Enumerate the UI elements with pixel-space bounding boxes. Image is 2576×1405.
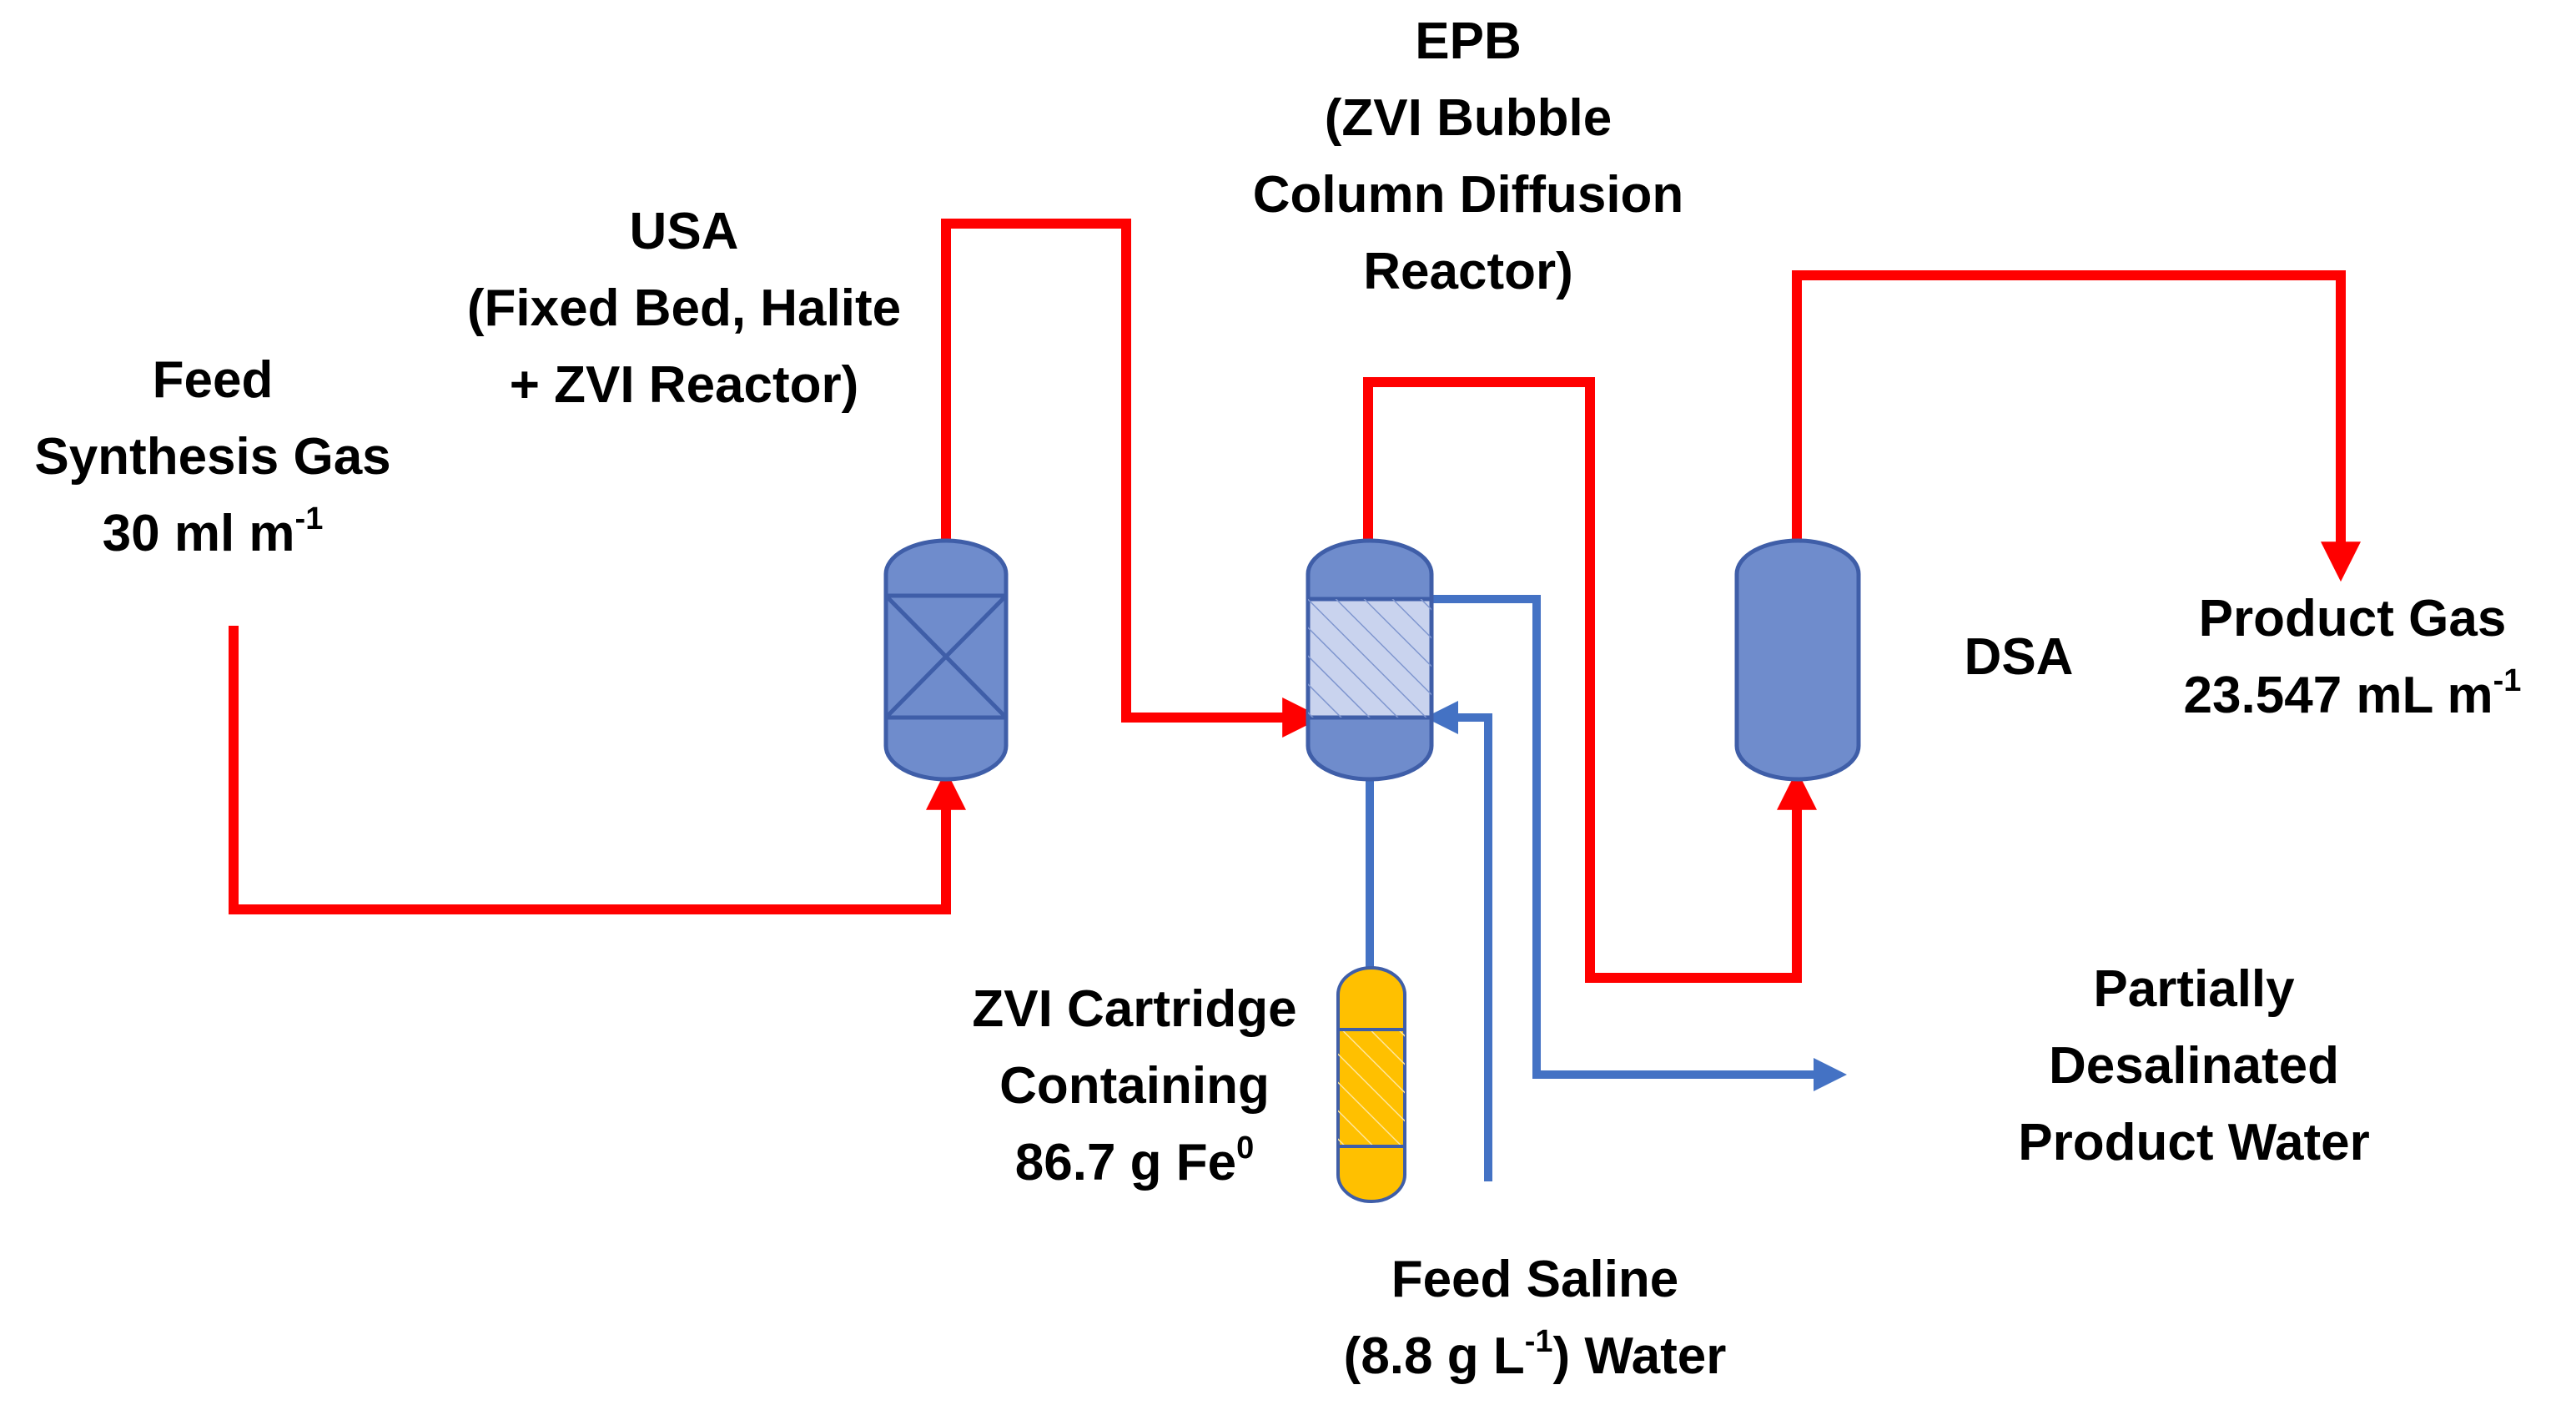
product-gas-label: Product Gas 23.547 mL m-1 xyxy=(2183,590,2522,724)
feed-saline-water-line xyxy=(1425,701,1492,1181)
epb-to-dsa-gas-line xyxy=(1363,377,1817,983)
dsa-label: DSA xyxy=(1964,628,2074,686)
dsa-to-product-gas-line xyxy=(1792,270,2361,582)
zvi-cartridge xyxy=(1336,966,1406,1203)
epb-label: EPB (ZVI Bubble Column Diffusion Reactor… xyxy=(1252,13,1684,300)
feed-gas-line xyxy=(229,626,966,914)
product-water-line xyxy=(1433,595,1847,1091)
epb-vessel xyxy=(1306,538,1434,782)
dsa-vessel xyxy=(1734,538,1861,782)
feed-saline-label: Feed Saline (8.8 g L-1) Water xyxy=(1343,1251,1727,1385)
usa-vessel xyxy=(883,538,1009,782)
product-water-label: Partially Desalinated Product Water xyxy=(2018,960,2370,1171)
zvi-cartridge-label: ZVI Cartridge Containing 86.7 g Fe0 xyxy=(972,980,1297,1191)
usa-label: USA (Fixed Bed, Halite + ZVI Reactor) xyxy=(466,203,902,414)
feed-gas-label: Feed Synthesis Gas 30 ml m-1 xyxy=(34,351,391,562)
usa-to-epb-gas-line xyxy=(941,219,1323,738)
